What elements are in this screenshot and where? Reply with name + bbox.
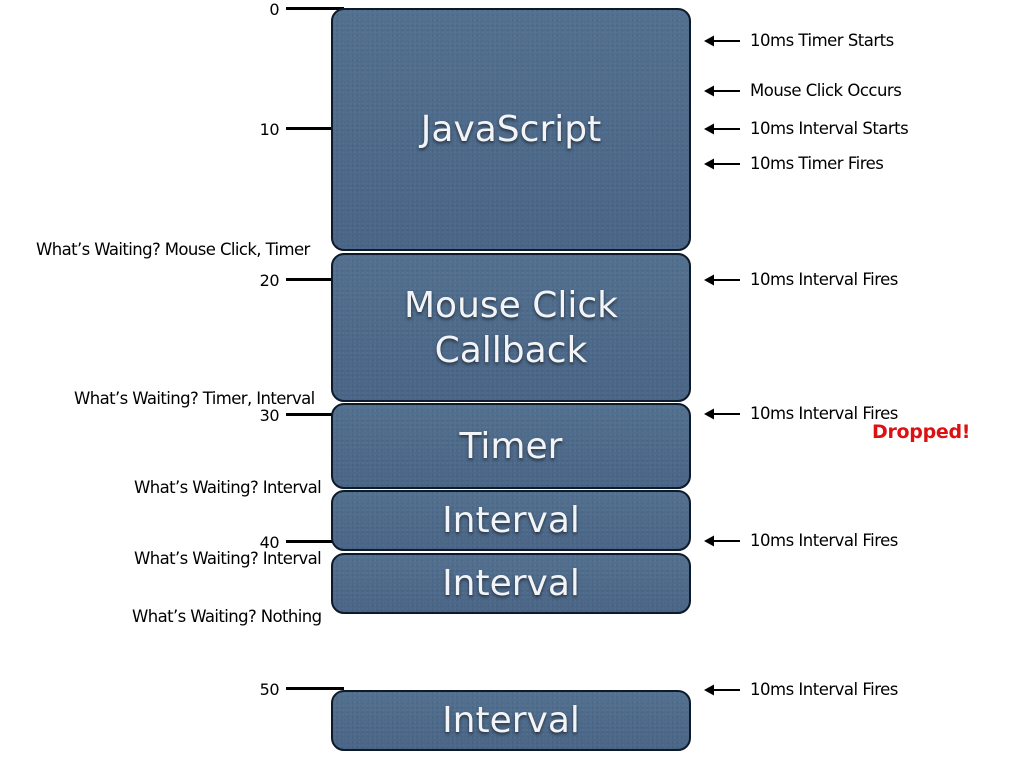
event-label: 10ms Interval Fires (750, 404, 898, 423)
left-arrow-icon (704, 535, 740, 547)
waiting-label-2: What’s Waiting? Timer, Interval (74, 389, 315, 408)
event-label: 10ms Timer Starts (750, 31, 894, 50)
mouse-click-callback-block-label: Mouse Click Callback (403, 284, 619, 371)
tick-mark-40 (286, 540, 344, 543)
interval-block-2: Interval (331, 553, 691, 614)
event-mouse-click-occurs: Mouse Click Occurs (704, 81, 902, 101)
interval-block-3-label: Interval (442, 700, 580, 741)
left-arrow-icon (704, 123, 740, 135)
left-arrow-icon (704, 35, 740, 47)
left-arrow-icon (704, 274, 740, 286)
tick-mark-30 (286, 413, 344, 416)
tick-mark-50 (286, 687, 344, 690)
tick-label-20: 20 (259, 271, 280, 290)
interval-block-2-label: Interval (442, 563, 580, 604)
mouse-click-callback-block: Mouse Click Callback (331, 253, 691, 402)
event-interval-fires-2: 10ms Interval Fires (704, 404, 898, 424)
event-label: 10ms Interval Fires (750, 531, 898, 550)
dropped-label: Dropped! (872, 421, 971, 443)
tick-mark-10 (286, 127, 344, 130)
interval-block-1: Interval (331, 490, 691, 551)
tick-label-10: 10 (259, 120, 280, 139)
tick-label-50: 50 (259, 680, 280, 699)
tick-label-30: 30 (259, 406, 280, 425)
tick-label-0: 0 (269, 0, 279, 19)
event-interval-fires-4: 10ms Interval Fires (704, 680, 898, 700)
event-timer-fires: 10ms Timer Fires (704, 154, 884, 174)
waiting-label-1: What’s Waiting? Mouse Click, Timer (36, 240, 310, 259)
waiting-label-4: What’s Waiting? Interval (134, 549, 322, 568)
event-interval-starts: 10ms Interval Starts (704, 119, 909, 139)
event-interval-fires-3: 10ms Interval Fires (704, 531, 898, 551)
left-arrow-icon (704, 158, 740, 170)
event-label: 10ms Timer Fires (750, 154, 884, 173)
tick-label-40: 40 (259, 533, 280, 552)
javascript-block-label: JavaScript (420, 109, 602, 150)
event-timer-starts: 10ms Timer Starts (704, 31, 894, 51)
interval-block-3: Interval (331, 690, 691, 751)
tick-mark-0 (286, 7, 344, 10)
left-arrow-icon (704, 408, 740, 420)
timer-block: Timer (331, 403, 691, 489)
tick-mark-20 (286, 278, 344, 281)
left-arrow-icon (704, 684, 740, 696)
interval-block-1-label: Interval (442, 500, 580, 541)
event-interval-fires-1: 10ms Interval Fires (704, 270, 898, 290)
event-label: Mouse Click Occurs (750, 81, 902, 100)
waiting-label-5: What’s Waiting? Nothing (132, 607, 322, 626)
waiting-label-3: What’s Waiting? Interval (134, 478, 322, 497)
event-label: 10ms Interval Fires (750, 270, 898, 289)
left-arrow-icon (704, 85, 740, 97)
event-label: 10ms Interval Fires (750, 680, 898, 699)
event-label: 10ms Interval Starts (750, 119, 909, 138)
timer-block-label: Timer (459, 425, 563, 467)
javascript-block: JavaScript (331, 8, 691, 251)
